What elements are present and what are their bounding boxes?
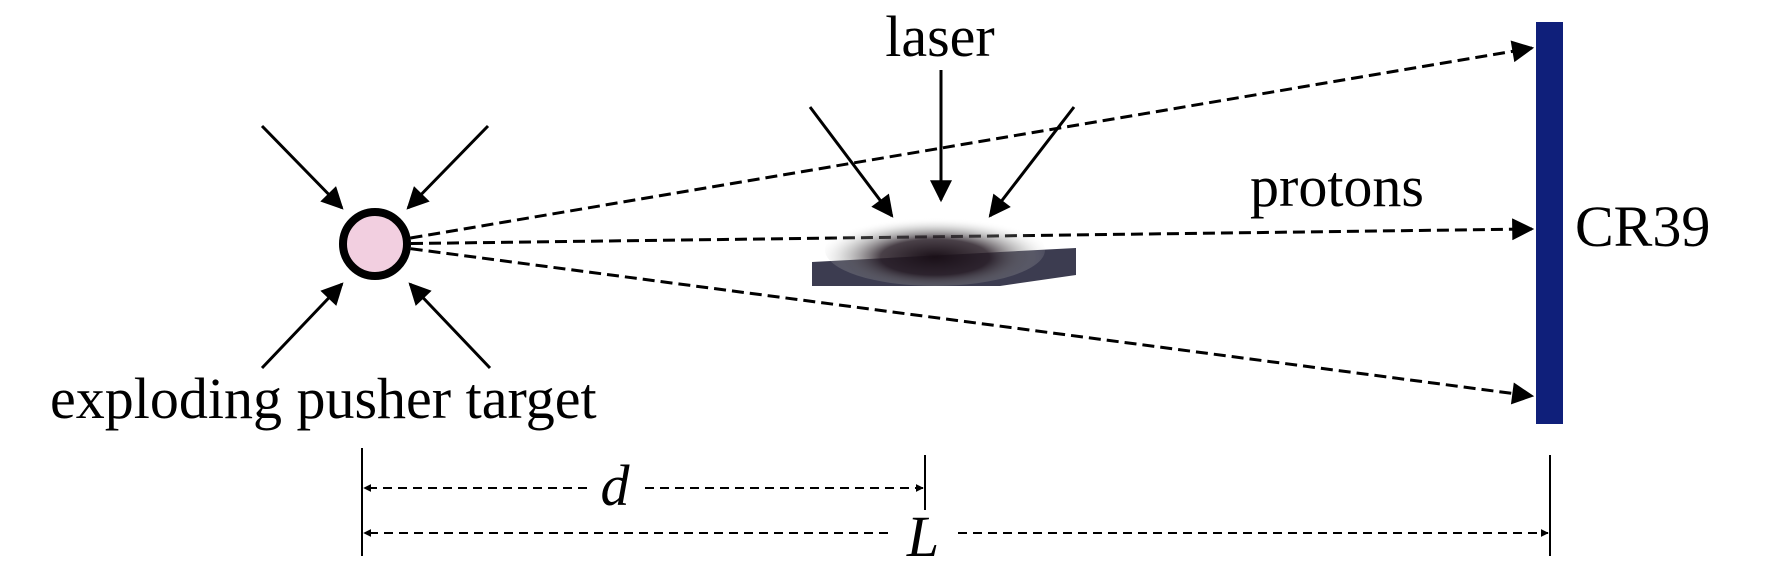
laser-beam-right — [988, 106, 1076, 218]
dimension-markers — [361, 448, 1551, 556]
laser-label: laser — [885, 4, 995, 69]
exploding-pusher-target — [260, 124, 492, 370]
plasma-plume — [825, 214, 1045, 286]
distance-L-label: L — [906, 504, 939, 569]
laser-beams — [808, 70, 1076, 218]
drive-beams — [260, 124, 492, 370]
drive-beam-bottom-right — [408, 282, 492, 370]
proton-beam-lower — [374, 242, 1535, 405]
proton-beam-upper — [374, 40, 1535, 246]
cr39-detector — [1536, 22, 1563, 424]
drive-beam-bottom-left — [260, 282, 344, 370]
drive-beam-top-right — [406, 124, 490, 210]
protons-label: protons — [1250, 154, 1424, 219]
foil-target — [812, 214, 1076, 286]
distance-d-label: d — [601, 453, 631, 518]
target-label: exploding pusher target — [50, 366, 597, 431]
cr39-label: CR39 — [1575, 194, 1710, 259]
laser-beam-left — [808, 106, 894, 218]
capsule — [339, 208, 411, 280]
drive-beam-top-left — [260, 124, 344, 210]
